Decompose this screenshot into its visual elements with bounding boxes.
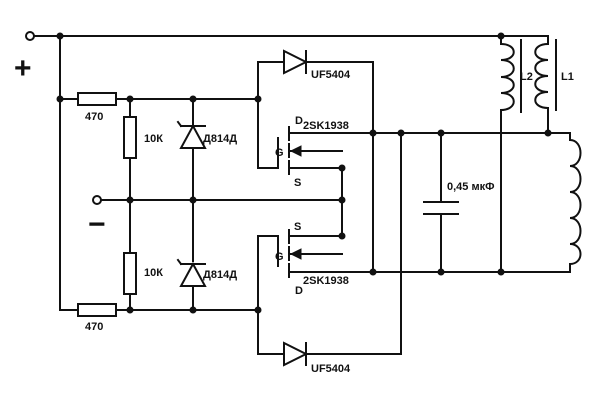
label-l2: L2 [520,71,533,83]
label-diode-top: UF5404 [311,69,351,81]
label-pin-s-bottom: S [294,221,301,233]
label-capacitor: 0,45 мкФ [447,181,495,193]
label-mosfet-bottom: 2SK1938 [303,275,349,287]
diode-uf5404-bottom [283,341,309,367]
label-pin-d-top: D [295,115,303,127]
label-pin-d-bottom: D [295,285,303,297]
label-mosfet-top: 2SK1938 [303,120,349,132]
label-l1: L1 [561,71,574,83]
zener-diode-top [176,120,207,149]
label-pin-g-bottom: G [275,251,284,263]
mosfet-bottom [277,229,343,278]
diode-uf5404-top [283,49,309,75]
label-pin-g-top: G [275,147,284,159]
wires [32,35,571,355]
label-r-top: 470 [85,111,103,123]
terminal-plus [25,31,35,41]
resistor-470-bottom [77,303,117,317]
terminal-minus [92,195,102,205]
label-rv-top: 10К [144,133,163,145]
minus-label: − [88,208,106,241]
label-diode-bottom: UF5404 [311,363,351,375]
zener-diode-bottom [176,258,207,287]
inductor-l1 [534,39,557,111]
label-rv-bottom: 10К [144,267,163,279]
label-r-bottom: 470 [85,321,103,333]
mosfet-top [277,126,343,175]
inductor-work-coil [568,138,582,266]
label-zener-top: Д814Д [203,133,237,145]
resistor-10k-top [123,116,137,159]
resistor-10k-bottom [123,252,137,295]
label-zener-bottom: Д814Д [203,269,237,281]
label-pin-s-top: S [294,177,301,189]
capacitor [423,201,459,215]
inductor-l2 [499,39,522,113]
resistor-470-top [77,92,117,106]
junction-nodes [56,32,552,314]
plus-label: + [14,52,32,85]
